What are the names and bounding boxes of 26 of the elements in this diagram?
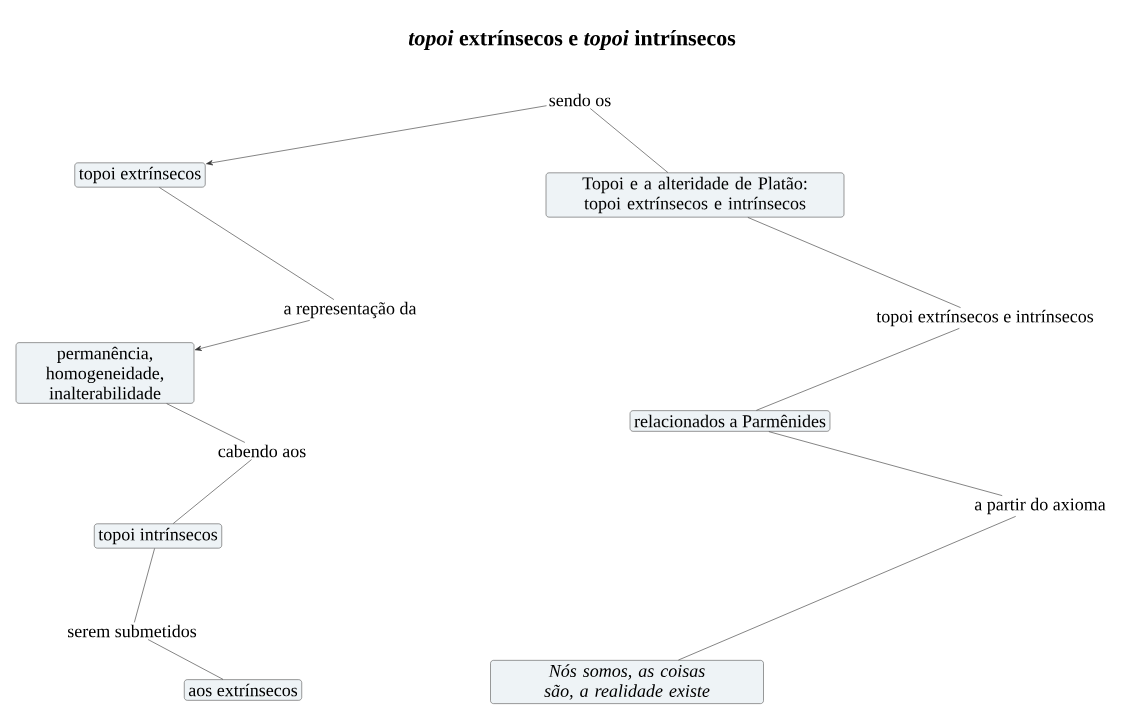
connector <box>147 639 224 680</box>
concept-box: Nós somos, as coisas são, a realidade existe <box>490 660 764 704</box>
title: topoi extrínsecos e topoi intrínsecos <box>408 30 736 50</box>
connector <box>134 548 155 623</box>
connector <box>159 187 335 300</box>
connector <box>194 320 311 351</box>
concept-box: topoi extrínsecos <box>74 162 206 188</box>
connector <box>747 217 961 308</box>
concept-box: permanência, homogeneidade, inalterabilidade <box>15 342 195 404</box>
linking-phrase: sendo os <box>549 93 611 107</box>
concept-box: Topoi e a alteridade de Platão: topoi extrínsecos e intrínsecos <box>545 172 845 218</box>
concept-box: relacionados a Parmênides <box>629 410 831 432</box>
connector <box>768 431 1003 496</box>
linking-phrase: topoi extrínsecos e intrínsecos <box>876 309 1094 327</box>
connector <box>590 108 669 173</box>
concept-box: topoi intrínsecos <box>93 523 223 549</box>
connector <box>206 105 547 166</box>
connector <box>678 516 1016 661</box>
connector <box>172 459 252 524</box>
concept-box: aos extrínsecos <box>183 679 303 701</box>
linking-phrase: a representação da <box>284 301 417 319</box>
connector <box>756 328 960 411</box>
linking-phrase: a partir do axioma <box>974 497 1106 515</box>
connector <box>166 403 246 443</box>
linking-phrase: cabendo aos <box>218 444 306 458</box>
linking-phrase: serem submetidos <box>68 624 197 638</box>
